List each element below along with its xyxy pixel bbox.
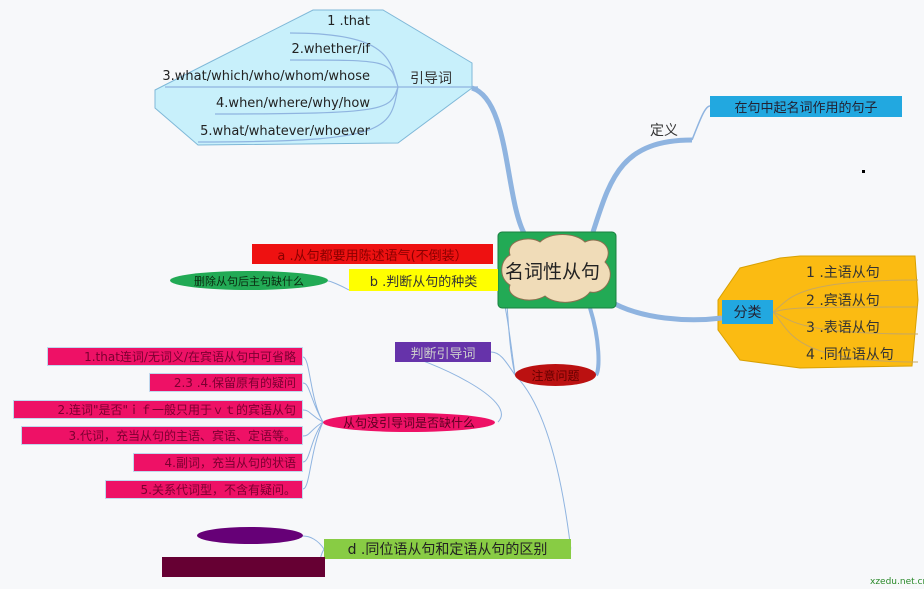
- c-item-6[interactable]: 5.关系代词型，不含有疑问。: [105, 480, 303, 499]
- leading-word-2[interactable]: 2.whether/if: [291, 42, 370, 57]
- c-item-2[interactable]: 2.3 .4.保留原有的疑问: [149, 373, 303, 392]
- leading-word-1[interactable]: 1 .that: [327, 14, 370, 29]
- note-d[interactable]: d .同位语从句和定语从句的区别: [324, 539, 571, 559]
- note-c[interactable]: 判断引导词: [395, 342, 491, 362]
- note-d-child-ellipse[interactable]: [197, 527, 303, 544]
- c-item-5[interactable]: 4.副词，充当从句的状语: [133, 453, 303, 472]
- classification-item-1[interactable]: 1 .主语从句: [806, 265, 880, 281]
- notes-topic[interactable]: 注意问题: [515, 364, 596, 386]
- stray-dot: [862, 170, 865, 173]
- c-item-4[interactable]: 3.代词，充当从句的主语、宾语、定语等。: [21, 426, 303, 445]
- leading-words-topic[interactable]: 引导词: [410, 71, 452, 87]
- definition-text[interactable]: 在句中起名词作用的句子: [710, 96, 902, 117]
- classification-boundary: [717, 255, 919, 369]
- classification-topic[interactable]: 分类: [722, 300, 773, 324]
- note-d-child-box[interactable]: [162, 557, 325, 577]
- classification-item-2[interactable]: 2 .宾语从句: [806, 293, 880, 309]
- watermark: xzedu.net.cn: [870, 577, 924, 587]
- central-cloud: [501, 234, 611, 303]
- definition-topic[interactable]: 定义: [650, 123, 678, 139]
- note-b[interactable]: b .判断从句的种类: [349, 269, 498, 291]
- leading-word-4[interactable]: 4.when/where/why/how: [216, 96, 370, 111]
- c-item-1[interactable]: 1.that连词/无词义/在宾语从句中可省略: [47, 347, 303, 366]
- note-b-child[interactable]: 删除从句后主句缺什么: [170, 271, 328, 290]
- note-c-child[interactable]: 从句没引导词是否缺什么: [323, 413, 495, 432]
- c-item-3[interactable]: 2.连词"是否"ｉｆ一般只用于ｖｔ的宾语从句: [13, 400, 303, 419]
- central-topic[interactable]: 名词性从句: [505, 261, 601, 283]
- note-a[interactable]: a .从句都要用陈述语气(不倒装）: [252, 244, 493, 264]
- leading-word-5[interactable]: 5.what/whatever/whoever: [200, 124, 370, 139]
- leading-word-3[interactable]: 3.what/which/who/whom/whose: [162, 69, 370, 84]
- classification-item-4[interactable]: 4 .同位语从句: [806, 347, 894, 363]
- classification-item-3[interactable]: 3 .表语从句: [806, 320, 880, 336]
